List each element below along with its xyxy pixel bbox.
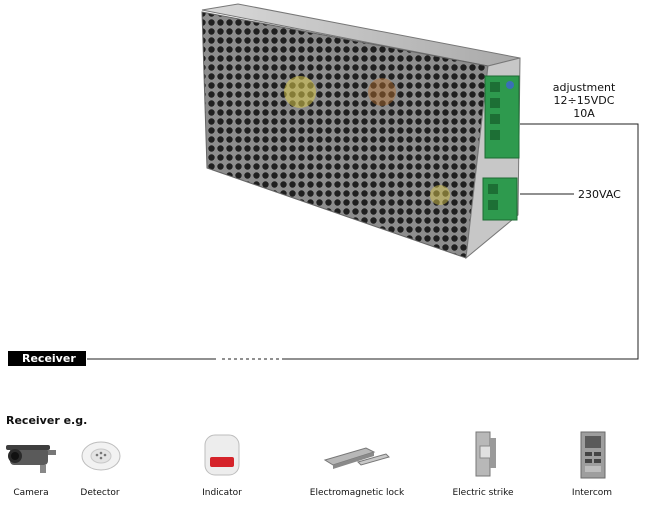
current-label: 10A	[573, 107, 595, 120]
voltage-label: 12÷15VDC	[553, 94, 615, 107]
device-label-electric-strike: Electric strike	[452, 488, 514, 498]
device-label-camera: Camera	[13, 488, 49, 498]
device-label-electromagnetic-lock: Electromagnetic lock	[309, 488, 405, 498]
wiring	[87, 123, 639, 360]
device-label-intercom: Intercom	[571, 488, 613, 498]
smoke-detector-icon	[81, 441, 121, 471]
device-label-indicator: Indicator	[202, 488, 242, 498]
receiver-tag: Receiver	[8, 351, 86, 366]
device-label-detector: Detector	[80, 488, 120, 498]
intercom-icon	[580, 431, 606, 479]
adjustment-label: adjustment	[552, 81, 616, 94]
output-terminal-block	[484, 75, 520, 159]
electric-strike-icon	[475, 431, 496, 477]
receiver-examples-title: Receiver e.g.	[6, 414, 88, 427]
camera-icon	[6, 445, 56, 473]
electromagnetic-lock-icon	[323, 447, 390, 469]
input-terminal-block	[482, 177, 518, 221]
siren-indicator-icon	[204, 434, 240, 476]
input-voltage-label: 230VAC	[578, 188, 621, 201]
power-supply-unit	[201, 3, 521, 260]
